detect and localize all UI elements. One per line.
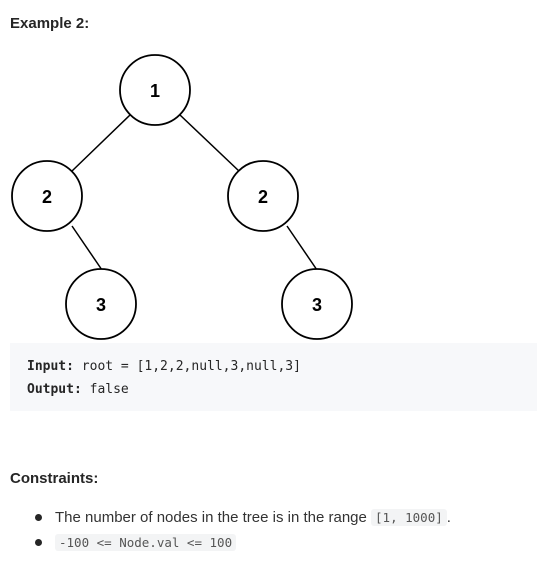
tree-node-root: 1 [119,54,191,126]
constraint-item-node-count: The number of nodes in the tree is in th… [0,505,451,530]
constraint-val-code: -100 <= Node.val <= 100 [55,534,237,551]
output-label: Output: [27,382,82,397]
tree-node-right-right: 3 [281,268,353,340]
output-value: false [81,382,129,397]
node-label-root: 1 [150,81,160,101]
constraint-suffix: . [446,509,451,526]
edge-root-right [179,114,241,173]
output-line: Output: false [27,378,520,401]
constraint-text: The number of nodes in the tree is in th… [55,509,372,526]
input-value: root = [1,2,2,null,3,null,3] [73,359,301,374]
binary-tree-diagram: 1 2 2 3 3 [11,54,353,340]
node-label-left-right: 3 [96,295,106,315]
bullet-icon [35,539,42,546]
constraints-title: Constraints: [10,470,99,487]
node-label-right-right: 3 [312,295,322,315]
edge-root-left [71,114,131,172]
input-label: Input: [27,359,74,374]
example-io-block: Input: root = [1,2,2,null,3,null,3] Outp… [10,343,537,411]
node-label-left: 2 [42,187,52,207]
constraint-item-node-val: -100 <= Node.val <= 100 [0,530,451,555]
edge-right-rightright [286,225,318,271]
tree-node-right: 2 [227,160,299,232]
constraints-list: The number of nodes in the tree is in th… [0,505,451,555]
bullet-icon [35,514,42,521]
example-title: Example 2: [10,15,90,32]
tree-node-left-right: 3 [65,268,137,340]
node-label-right: 2 [258,187,268,207]
tree-edges [71,114,318,271]
constraint-range-code: [1, 1000] [371,509,447,526]
edge-left-leftright [71,225,103,271]
input-line: Input: root = [1,2,2,null,3,null,3] [27,355,520,378]
tree-node-left: 2 [11,160,83,232]
